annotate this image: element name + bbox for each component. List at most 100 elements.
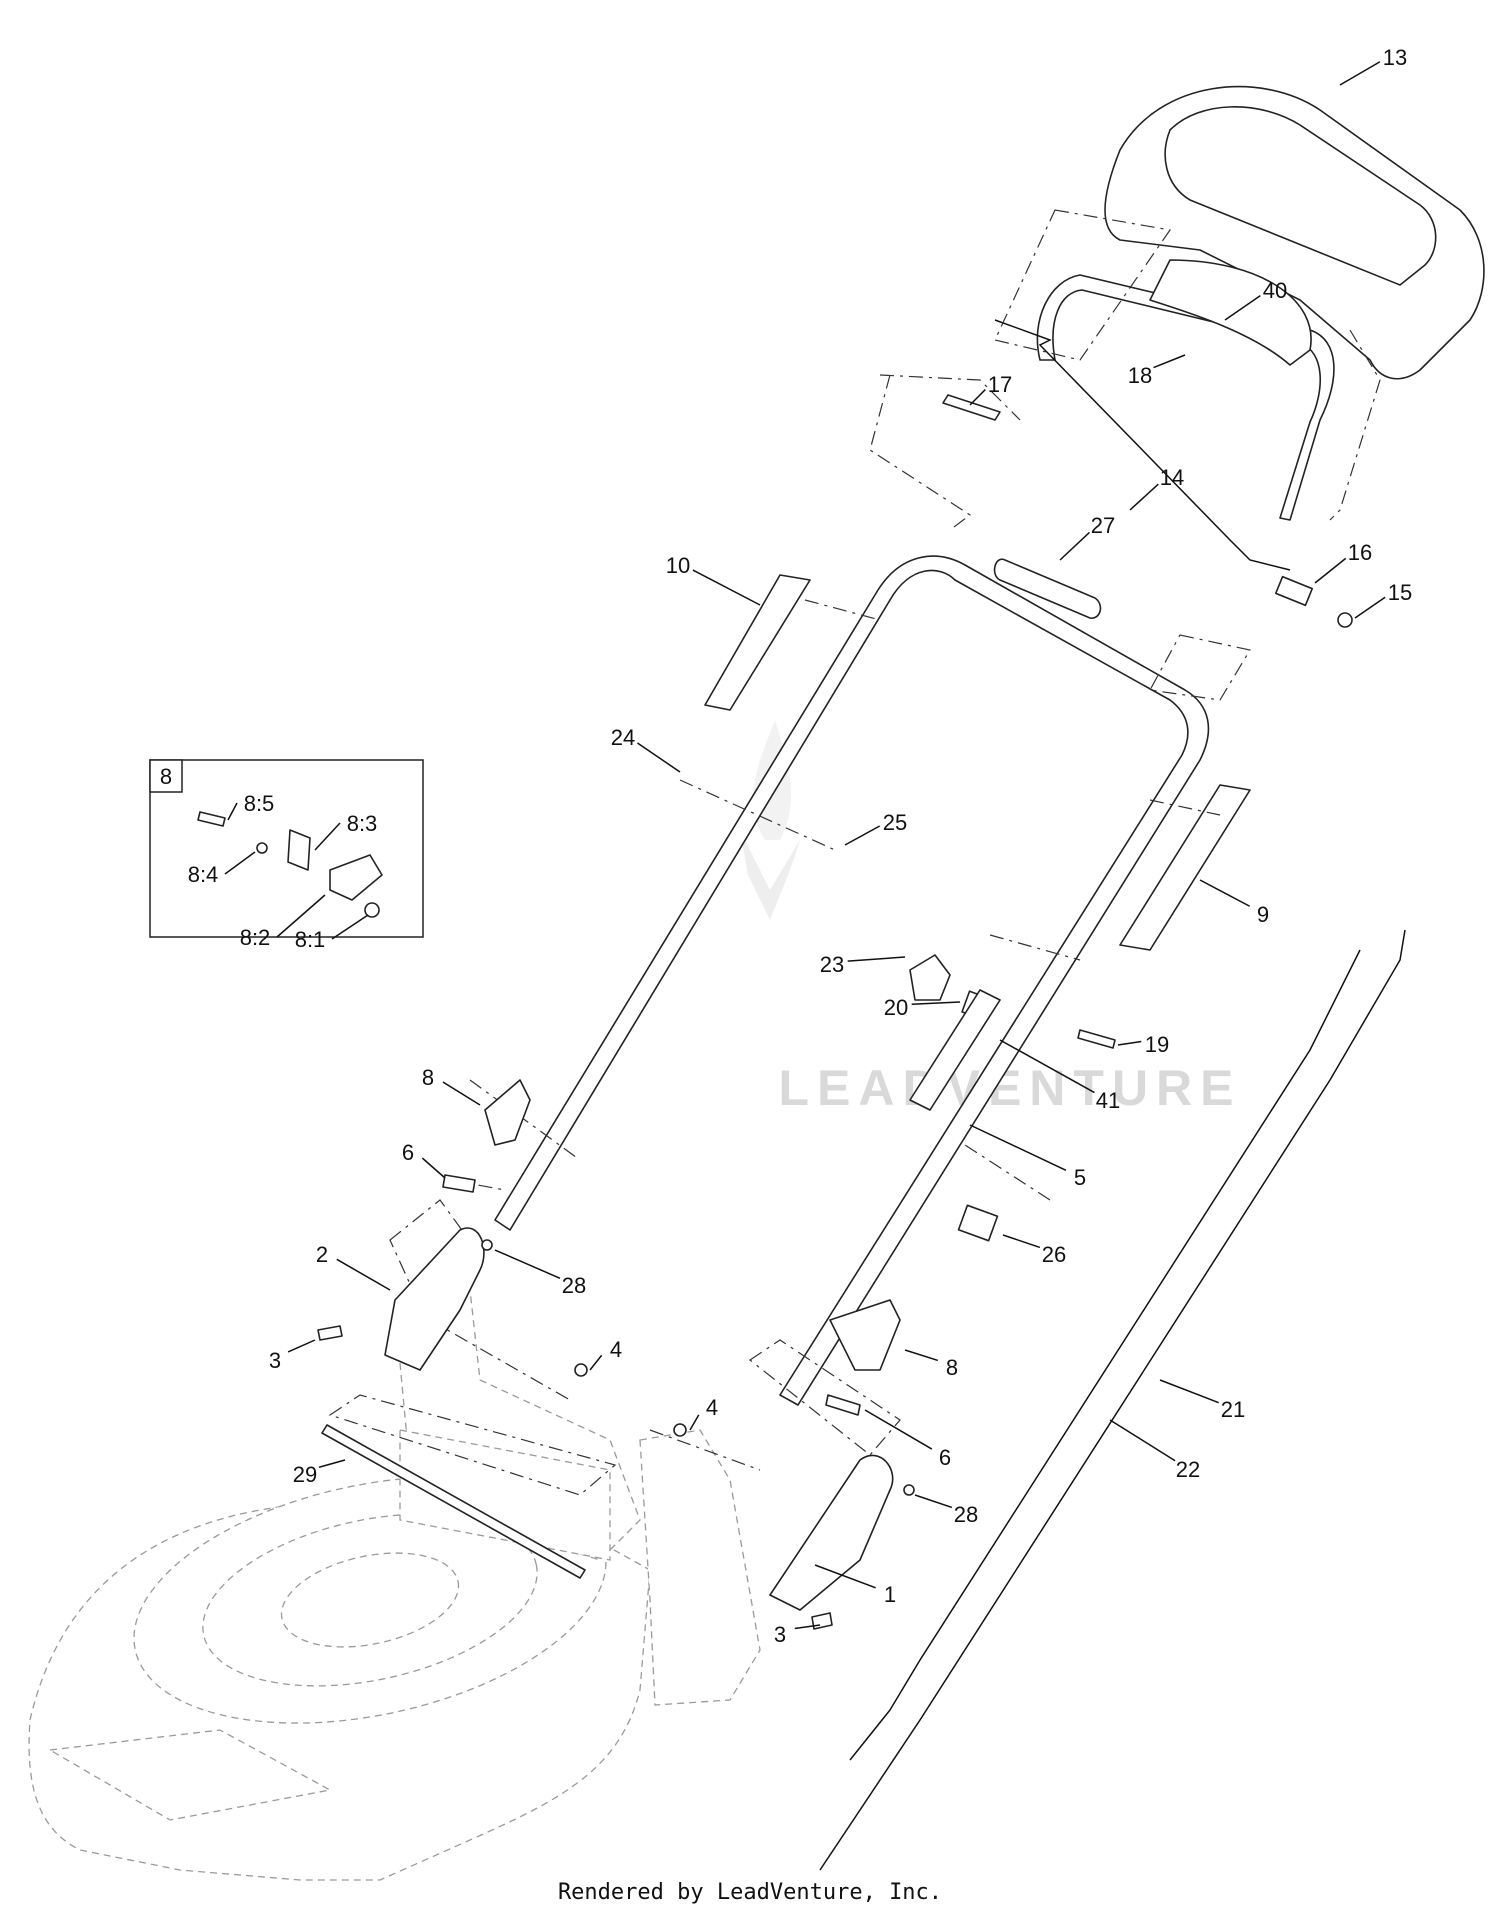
inset-cam-8-3 bbox=[287, 829, 311, 871]
bolt-3a bbox=[317, 1325, 343, 1341]
callout-label-4b: 4 bbox=[706, 1395, 718, 1420]
callout-label-25: 25 bbox=[883, 810, 907, 835]
inset-leader-1 bbox=[314, 822, 341, 851]
pad-40 bbox=[1149, 259, 1312, 366]
callout-label-3b: 3 bbox=[774, 1622, 786, 1647]
callout-label-23: 23 bbox=[820, 952, 844, 977]
cam-lever-8a bbox=[484, 1079, 531, 1146]
inset-leader-4 bbox=[331, 914, 369, 940]
callout-label-4a: 4 bbox=[610, 1337, 622, 1362]
callout-leader-4b bbox=[689, 1414, 700, 1431]
bolt-3b bbox=[811, 1612, 833, 1630]
callout-label-26: 26 bbox=[1042, 1242, 1066, 1267]
callout-leader-27 bbox=[1059, 531, 1090, 561]
callout-leader-10 bbox=[692, 569, 761, 606]
callout-leader-6b bbox=[864, 1409, 933, 1450]
callout-leader-19 bbox=[1117, 1040, 1142, 1046]
callout-leader-20 bbox=[911, 1001, 961, 1005]
callout-label-29: 29 bbox=[293, 1462, 317, 1487]
callout-leader-25 bbox=[844, 825, 881, 846]
bolt-19 bbox=[1077, 1029, 1116, 1049]
callout-leader-4a bbox=[589, 1354, 603, 1371]
callout-leader-3a bbox=[287, 1339, 316, 1353]
callout-leader-28b bbox=[914, 1494, 953, 1509]
clamp-26 bbox=[957, 1204, 999, 1242]
inset-label-4: 8:1 bbox=[295, 927, 326, 952]
callout-label-10: 10 bbox=[666, 553, 690, 578]
callout-leader-22 bbox=[1109, 1419, 1176, 1462]
handle-upper-tube bbox=[494, 555, 1210, 1406]
bushing-16 bbox=[1274, 575, 1314, 607]
callout-leader-6a bbox=[421, 1157, 446, 1179]
callout-label-15: 15 bbox=[1388, 580, 1412, 605]
callout-leader-14 bbox=[1129, 483, 1159, 511]
inset-leader-3 bbox=[276, 894, 326, 938]
inset-leader-2 bbox=[224, 851, 256, 875]
control-rod-14 bbox=[994, 319, 1291, 571]
inset-box-8: 8 8:5 8:3 8:4 8:2 8:1 bbox=[149, 759, 424, 952]
callout-leader-1 bbox=[814, 1564, 876, 1589]
inset-lever-8-2 bbox=[329, 854, 383, 901]
inset-clip-8-4 bbox=[256, 842, 268, 854]
callout-leader-9 bbox=[1199, 879, 1251, 907]
callout-leader-15 bbox=[1354, 596, 1386, 619]
callout-label-1: 1 bbox=[884, 1582, 896, 1607]
callout-leader-24 bbox=[637, 742, 681, 773]
callout-label-17: 17 bbox=[988, 372, 1012, 397]
callout-leader-28a bbox=[494, 1249, 561, 1279]
inset-nut-8-1 bbox=[364, 902, 380, 918]
callout-label-28b: 28 bbox=[954, 1502, 978, 1527]
cable-22 bbox=[849, 949, 1361, 1761]
callout-leader-29 bbox=[318, 1459, 346, 1468]
inset-label-3: 8:2 bbox=[240, 925, 271, 950]
callout-label-41: 41 bbox=[1096, 1088, 1120, 1113]
callout-label-13: 13 bbox=[1383, 45, 1407, 70]
callout-leader-16 bbox=[1314, 557, 1347, 584]
footer-credit: Rendered by LeadVenture, Inc. bbox=[557, 1880, 943, 1905]
callout-leaders bbox=[287, 61, 1386, 1630]
callout-label-9: 9 bbox=[1257, 902, 1269, 927]
callout-leader-23 bbox=[847, 956, 906, 962]
callout-leader-2 bbox=[336, 1258, 391, 1291]
callout-label-18: 18 bbox=[1128, 363, 1152, 388]
cam-lever-8b bbox=[829, 1299, 901, 1371]
callout-label-19: 19 bbox=[1145, 1032, 1169, 1057]
callout-leader-40 bbox=[1224, 295, 1261, 321]
callout-label-8b: 8 bbox=[946, 1355, 958, 1380]
callout-leader-8b bbox=[904, 1349, 939, 1362]
rod-29 bbox=[321, 1424, 586, 1579]
callout-label-14: 14 bbox=[1160, 465, 1184, 490]
inset-labels: 8:5 8:3 8:4 8:2 8:1 bbox=[188, 791, 378, 952]
callout-label-8a: 8 bbox=[422, 1065, 434, 1090]
bail-18 bbox=[1036, 274, 1335, 521]
mower-deck bbox=[28, 1476, 651, 1881]
callout-leader-26 bbox=[1002, 1234, 1041, 1249]
callout-label-6a: 6 bbox=[402, 1140, 414, 1165]
nut-4a bbox=[574, 1363, 588, 1377]
callout-label-16: 16 bbox=[1348, 540, 1372, 565]
callout-label-3a: 3 bbox=[269, 1348, 281, 1373]
cable-guide-10 bbox=[704, 574, 811, 711]
callout-label-40: 40 bbox=[1263, 278, 1287, 303]
callout-label-24: 24 bbox=[611, 725, 635, 750]
callout-label-22: 22 bbox=[1176, 1457, 1200, 1482]
inset-title: 8 bbox=[160, 764, 172, 789]
rear-frame bbox=[394, 1289, 761, 1706]
callout-leader-17 bbox=[969, 389, 986, 406]
cable-guide-9 bbox=[1119, 784, 1251, 951]
plate-1 bbox=[769, 1454, 894, 1611]
inset-label-0: 8:5 bbox=[244, 791, 275, 816]
inset-label-1: 8:3 bbox=[347, 811, 378, 836]
grip-27 bbox=[993, 558, 1102, 619]
knob-23 bbox=[909, 954, 951, 1001]
inset-leader-0 bbox=[227, 802, 238, 821]
callout-label-5: 5 bbox=[1074, 1165, 1086, 1190]
inset-label-2: 8:4 bbox=[188, 862, 219, 887]
callout-leader-5 bbox=[969, 1124, 1067, 1171]
nut-4b bbox=[673, 1423, 687, 1437]
callout-labels: 1340181714102716152425923201941856262283… bbox=[269, 45, 1412, 1647]
spring-17 bbox=[942, 394, 1001, 421]
callout-leader-41 bbox=[999, 1039, 1095, 1094]
